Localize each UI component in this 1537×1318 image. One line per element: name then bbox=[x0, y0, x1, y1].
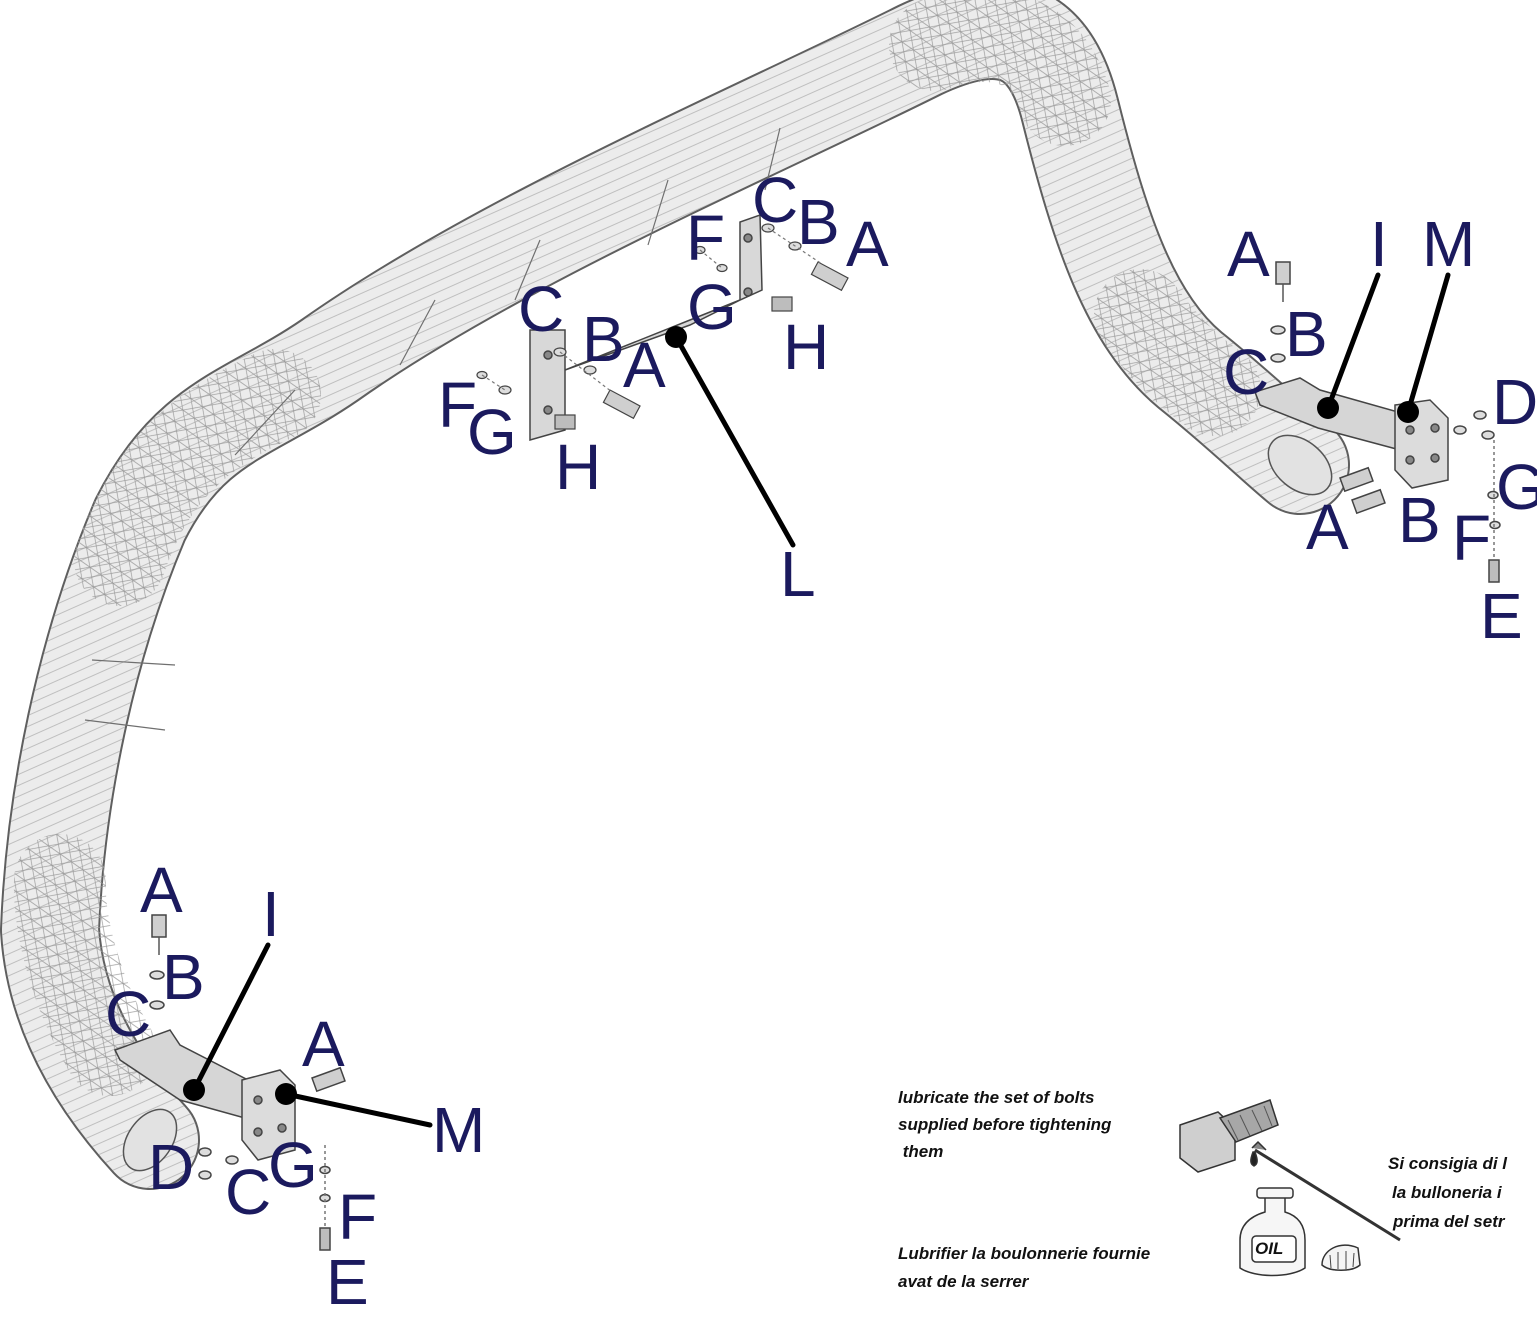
label-right-a-top: A bbox=[1227, 218, 1270, 290]
label-center-g-upper: G bbox=[687, 271, 737, 343]
label-center-c-lower: C bbox=[518, 273, 565, 345]
label-left-a-right: A bbox=[302, 1008, 345, 1080]
note-french-line2: avat de la serrer bbox=[898, 1272, 1029, 1291]
label-left-a-top: A bbox=[140, 854, 183, 926]
label-right-d: D bbox=[1492, 366, 1537, 438]
label-l: L bbox=[780, 538, 816, 610]
label-center-h-lower: H bbox=[555, 431, 602, 503]
callout-dots bbox=[183, 326, 1419, 1105]
label-left-b-top: B bbox=[162, 941, 205, 1013]
label-left-m: M bbox=[432, 1094, 486, 1166]
label-left-c-top: C bbox=[105, 978, 152, 1050]
label-left-f: F bbox=[338, 1181, 378, 1253]
label-center-f-lower: F bbox=[438, 369, 478, 441]
note-italian-line3: prima del setr bbox=[1393, 1212, 1505, 1231]
label-center-g-lower: G bbox=[467, 396, 517, 468]
note-french-line1: Lubrifier la boulonnerie fournie bbox=[898, 1244, 1151, 1263]
label-center-a-lower: A bbox=[623, 329, 666, 401]
label-center-c-upper: C bbox=[752, 164, 799, 236]
label-right-m: M bbox=[1422, 208, 1476, 280]
label-left-c-bottom: C bbox=[225, 1156, 272, 1228]
label-right-b-top: B bbox=[1285, 298, 1328, 370]
note-italian-line2: la bulloneria i bbox=[1392, 1183, 1502, 1202]
lubrication-illustration bbox=[1179, 1099, 1401, 1277]
label-center-a-upper: A bbox=[846, 208, 889, 280]
note-english-line2: supplied before tightening bbox=[898, 1115, 1112, 1134]
label-left-d: D bbox=[148, 1131, 195, 1203]
tubular-bar bbox=[0, 0, 1350, 1190]
center-hardware bbox=[476, 223, 849, 430]
label-right-g: G bbox=[1496, 451, 1537, 523]
label-right-b-bottom: B bbox=[1398, 484, 1441, 556]
oil-can-label: OIL bbox=[1255, 1239, 1284, 1258]
label-left-g: G bbox=[268, 1129, 318, 1201]
label-center-f-upper: F bbox=[686, 202, 726, 274]
label-left-i: I bbox=[262, 878, 280, 950]
note-italian-line1: Si consigia di l bbox=[1388, 1154, 1508, 1173]
note-english-line1: lubricate the set of bolts bbox=[898, 1088, 1095, 1107]
label-right-a-bottom: A bbox=[1306, 491, 1349, 563]
label-right-f: F bbox=[1452, 502, 1492, 574]
callout-lines bbox=[191, 272, 1451, 1128]
label-right-i: I bbox=[1370, 208, 1388, 280]
label-center-b-upper: B bbox=[797, 186, 840, 258]
label-center-h-upper: H bbox=[783, 311, 830, 383]
label-right-c-top: C bbox=[1223, 336, 1270, 408]
label-center-b-lower: B bbox=[582, 303, 625, 375]
label-right-e: E bbox=[1480, 580, 1523, 652]
label-left-e: E bbox=[326, 1246, 369, 1318]
note-english-line3: them bbox=[898, 1142, 944, 1161]
left-mount bbox=[113, 914, 346, 1251]
